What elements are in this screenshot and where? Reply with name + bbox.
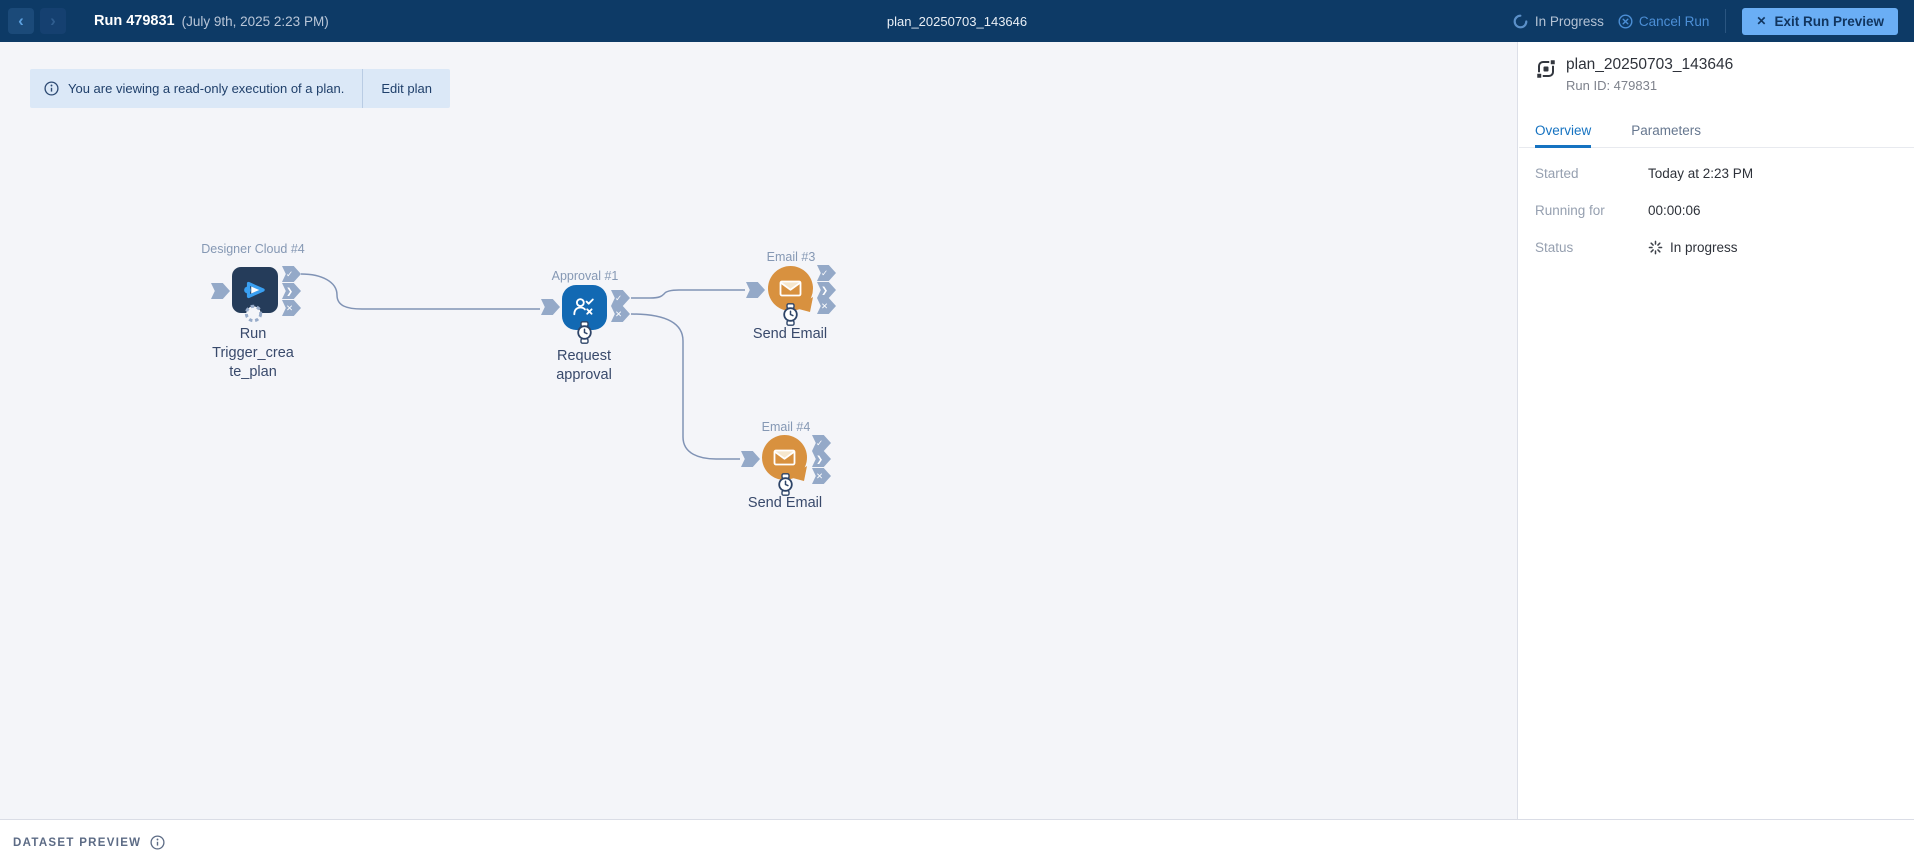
chevron-left-icon: ‹ [18, 10, 24, 30]
field-running-for: Running for 00:00:06 [1535, 203, 1898, 218]
node-name-label: Send Email [747, 495, 823, 511]
output-port: ❯ [812, 451, 831, 467]
read-only-banner: You are viewing a read-only execution of… [30, 69, 450, 108]
run-date: (July 9th, 2025 2:23 PM) [181, 13, 329, 29]
input-port [211, 283, 230, 299]
chevron-icon: ❯ [285, 285, 294, 296]
field-value: In progress [1648, 240, 1738, 255]
close-icon: ✕ [1756, 14, 1767, 28]
node-designer-cloud[interactable] [232, 267, 278, 313]
x-icon: ✕ [815, 470, 824, 481]
checkmark-icon: ✓ [614, 292, 623, 303]
node-type-label: Approval #1 [551, 269, 619, 283]
x-icon: ✕ [820, 300, 829, 311]
info-icon[interactable] [150, 835, 165, 850]
sidebar-plan-name: plan_20250703_143646 [1566, 56, 1734, 73]
dataset-preview-bar[interactable]: DATASET PREVIEW [0, 819, 1914, 865]
cancel-run-button[interactable]: Cancel Run [1618, 13, 1710, 29]
field-started: Started Today at 2:23 PM [1535, 166, 1898, 181]
exit-run-preview-button[interactable]: ✕ Exit Run Preview [1742, 7, 1898, 35]
failure-port: ✕ [812, 468, 831, 484]
exit-run-preview-label: Exit Run Preview [1774, 13, 1884, 29]
node-email-3[interactable] [768, 266, 816, 314]
checkmark-icon: ✓ [285, 268, 294, 279]
cancel-run-label: Cancel Run [1638, 13, 1710, 29]
status-text: In progress [1670, 240, 1738, 255]
field-label: Running for [1535, 203, 1605, 218]
input-port [541, 299, 560, 315]
checkmark-icon: ✓ [820, 267, 829, 278]
success-port: ✓ [817, 265, 836, 281]
cancel-circle-icon [1618, 13, 1633, 29]
forward-button[interactable]: › [40, 8, 66, 34]
node-type-label: Email #3 [766, 250, 816, 264]
topbar-divider [1725, 9, 1727, 33]
field-label: Status [1535, 240, 1574, 255]
run-status: In Progress [1513, 14, 1604, 29]
failure-port: ✕ [282, 300, 301, 316]
node-name-label: Run Trigger_crea te_plan [212, 326, 294, 380]
run-title: Run 479831 [94, 13, 175, 29]
spinner-icon [1513, 14, 1528, 28]
success-port: ✓ [812, 435, 831, 451]
input-port [741, 451, 760, 467]
failure-port: ✕ [611, 306, 630, 322]
chevron-right-icon: › [50, 10, 56, 30]
running-spinner-icon [244, 304, 263, 323]
x-icon: ✕ [285, 302, 294, 313]
node-name-label: Request approval [556, 348, 612, 383]
node-name-label: Send Email [752, 326, 828, 342]
checkmark-icon: ✓ [815, 437, 824, 448]
connector-wires [300, 273, 745, 460]
field-status: Status In pro [1535, 240, 1898, 255]
run-workflow-icon [244, 281, 265, 299]
info-icon [44, 81, 59, 96]
x-icon: ✕ [614, 308, 623, 319]
run-status-label: In Progress [1534, 13, 1604, 29]
in-progress-spinner-icon [1648, 240, 1663, 255]
success-port: ✓ [282, 266, 301, 282]
chevron-icon: ❯ [815, 453, 824, 464]
approval-person-icon [573, 298, 594, 316]
tab-overview[interactable]: Overview [1535, 123, 1592, 148]
field-value: Today at 2:23 PM [1648, 166, 1754, 181]
pending-clock-icon [577, 321, 592, 344]
node-type-label: Email #4 [761, 420, 811, 434]
pending-clock-icon [783, 303, 798, 326]
node-type-label: Designer Cloud #4 [201, 242, 305, 256]
back-button[interactable]: ‹ [8, 8, 34, 34]
field-value: 00:00:06 [1648, 203, 1701, 218]
sidebar-tabs: Overview Parameters [1519, 123, 1914, 148]
edit-plan-label: Edit plan [381, 81, 432, 96]
output-port: ❯ [817, 282, 836, 298]
email-bubble-icon [762, 435, 807, 481]
node-email-4[interactable] [762, 435, 810, 483]
pending-clock-icon [778, 473, 793, 496]
output-port: ❯ [282, 283, 301, 299]
plan-canvas[interactable]: You are viewing a read-only execution of… [0, 42, 1518, 819]
banner-message: You are viewing a read-only execution of… [68, 81, 345, 96]
plan-icon [1535, 58, 1557, 80]
failure-port: ✕ [817, 298, 836, 314]
sidebar-run-id: Run ID: 479831 [1566, 78, 1658, 93]
run-details-panel: plan_20250703_143646 Run ID: 479831 Over… [1519, 42, 1914, 819]
edit-plan-button[interactable]: Edit plan [362, 69, 450, 108]
tab-parameters[interactable]: Parameters [1631, 123, 1702, 138]
top-bar: ‹ › Run 479831 (July 9th, 2025 2:23 PM) … [0, 0, 1914, 42]
success-port: ✓ [611, 290, 630, 306]
field-label: Started [1535, 166, 1579, 181]
email-bubble-icon [768, 266, 813, 312]
chevron-icon: ❯ [820, 284, 829, 295]
dataset-preview-label: DATASET PREVIEW [13, 836, 142, 849]
input-port [746, 282, 765, 298]
